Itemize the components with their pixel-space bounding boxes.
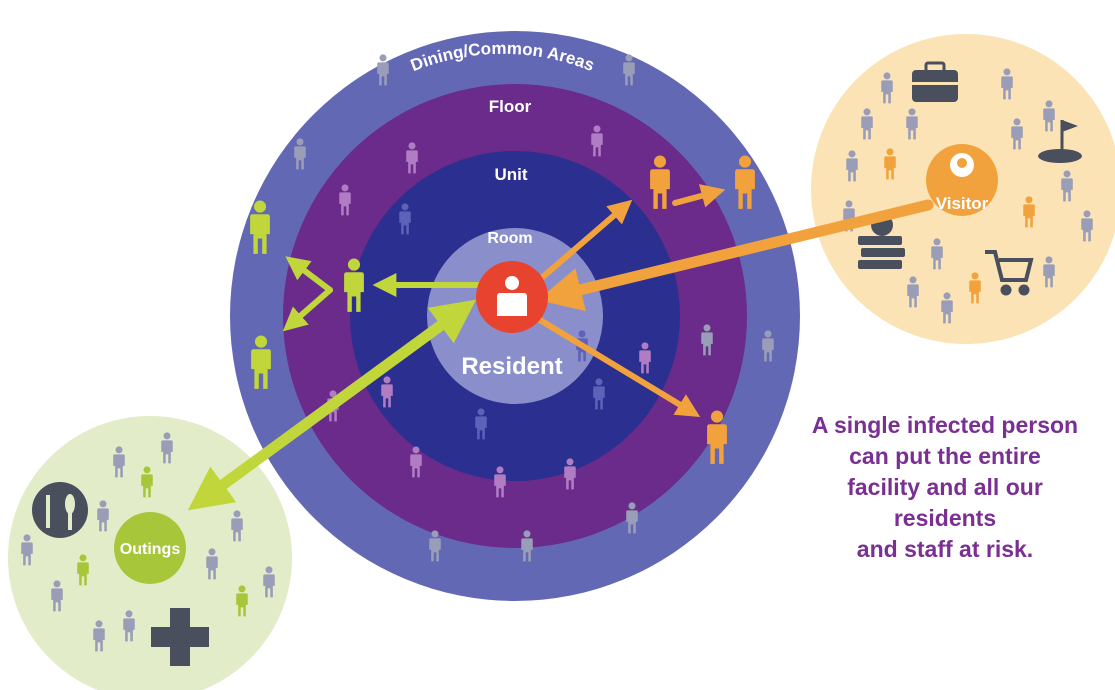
resident-person-icon — [497, 276, 527, 316]
caption-line: residents — [893, 505, 997, 531]
risk-caption: A single infected person can put the ent… — [780, 410, 1110, 565]
outings-resident-arrow — [187, 299, 477, 511]
room-ring-label: Room — [487, 230, 532, 247]
caption-line: facility and all our — [847, 474, 1043, 500]
caption-line: can put the entire — [849, 443, 1041, 469]
briefcase-icon — [912, 61, 958, 102]
outings-badge — [114, 512, 186, 584]
utensils-icon — [32, 482, 88, 538]
visitor-to-resident-arrow — [537, 199, 934, 312]
visitor-label: Visitor — [936, 194, 989, 213]
visitor-person-icon — [950, 153, 974, 187]
resident-label: Resident — [461, 353, 562, 380]
floor-ring-label: Floor — [489, 97, 532, 116]
caption-line: and staff at risk. — [856, 536, 1034, 562]
golf-flag-icon — [1038, 120, 1082, 163]
unit-ring-label: Unit — [494, 165, 527, 184]
outings-label: Outings — [120, 541, 181, 558]
medical-cross-icon — [151, 608, 209, 666]
shopping-cart-icon — [985, 250, 1034, 296]
caption-line: A single infected person — [811, 412, 1079, 438]
